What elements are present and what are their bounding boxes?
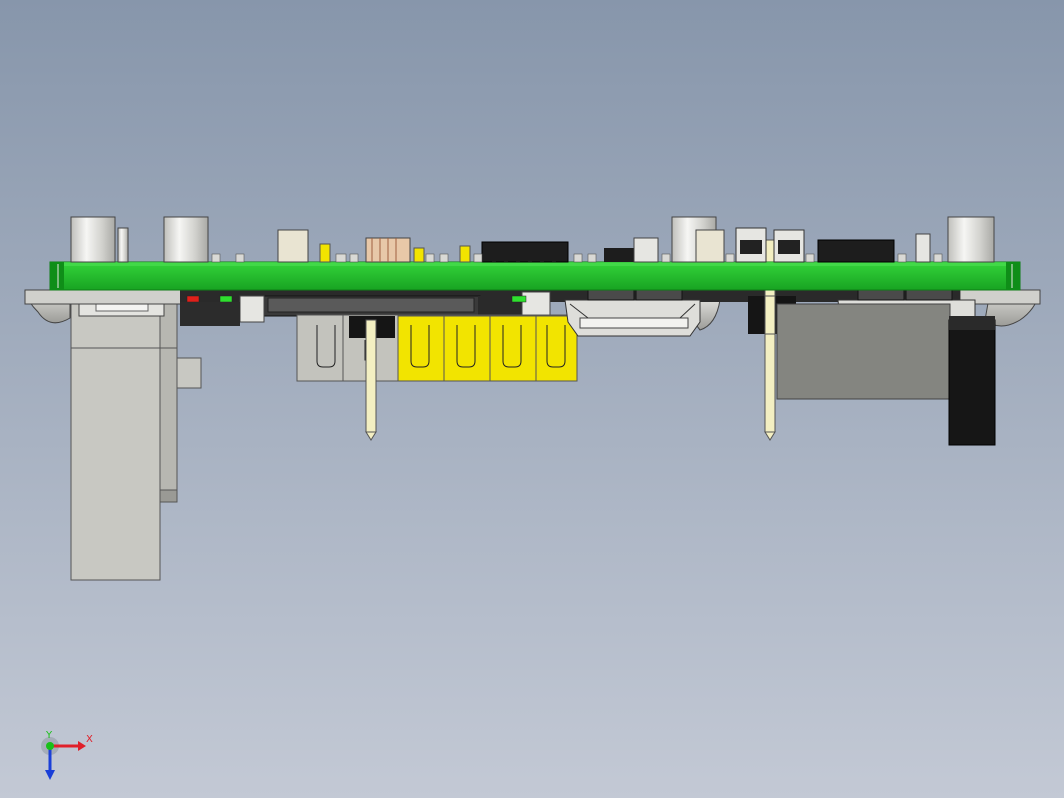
smd-components — [211, 253, 943, 263]
long-pin-left — [365, 319, 377, 441]
green-led-2 — [511, 295, 527, 303]
y-axis-dot — [46, 742, 54, 750]
left-connector-housing — [70, 289, 202, 581]
top-cylinder-1 — [70, 216, 116, 263]
green-led-1 — [219, 295, 233, 303]
right-gray-box — [776, 303, 951, 400]
y-axis-label: Y — [45, 730, 53, 741]
red-led — [186, 295, 200, 303]
top-cylinder-2 — [163, 216, 209, 263]
pcb-board — [49, 261, 1021, 291]
yellow-terminal-blocks — [397, 315, 578, 382]
top-ic-chip — [481, 241, 569, 263]
view-orientation-triad[interactable]: X Y — [30, 730, 100, 790]
long-pin-right — [764, 239, 776, 441]
top-cylinder-4 — [947, 216, 995, 263]
x-axis-label: X — [86, 734, 93, 745]
right-black-block — [948, 319, 996, 446]
top-black-module — [817, 239, 895, 263]
